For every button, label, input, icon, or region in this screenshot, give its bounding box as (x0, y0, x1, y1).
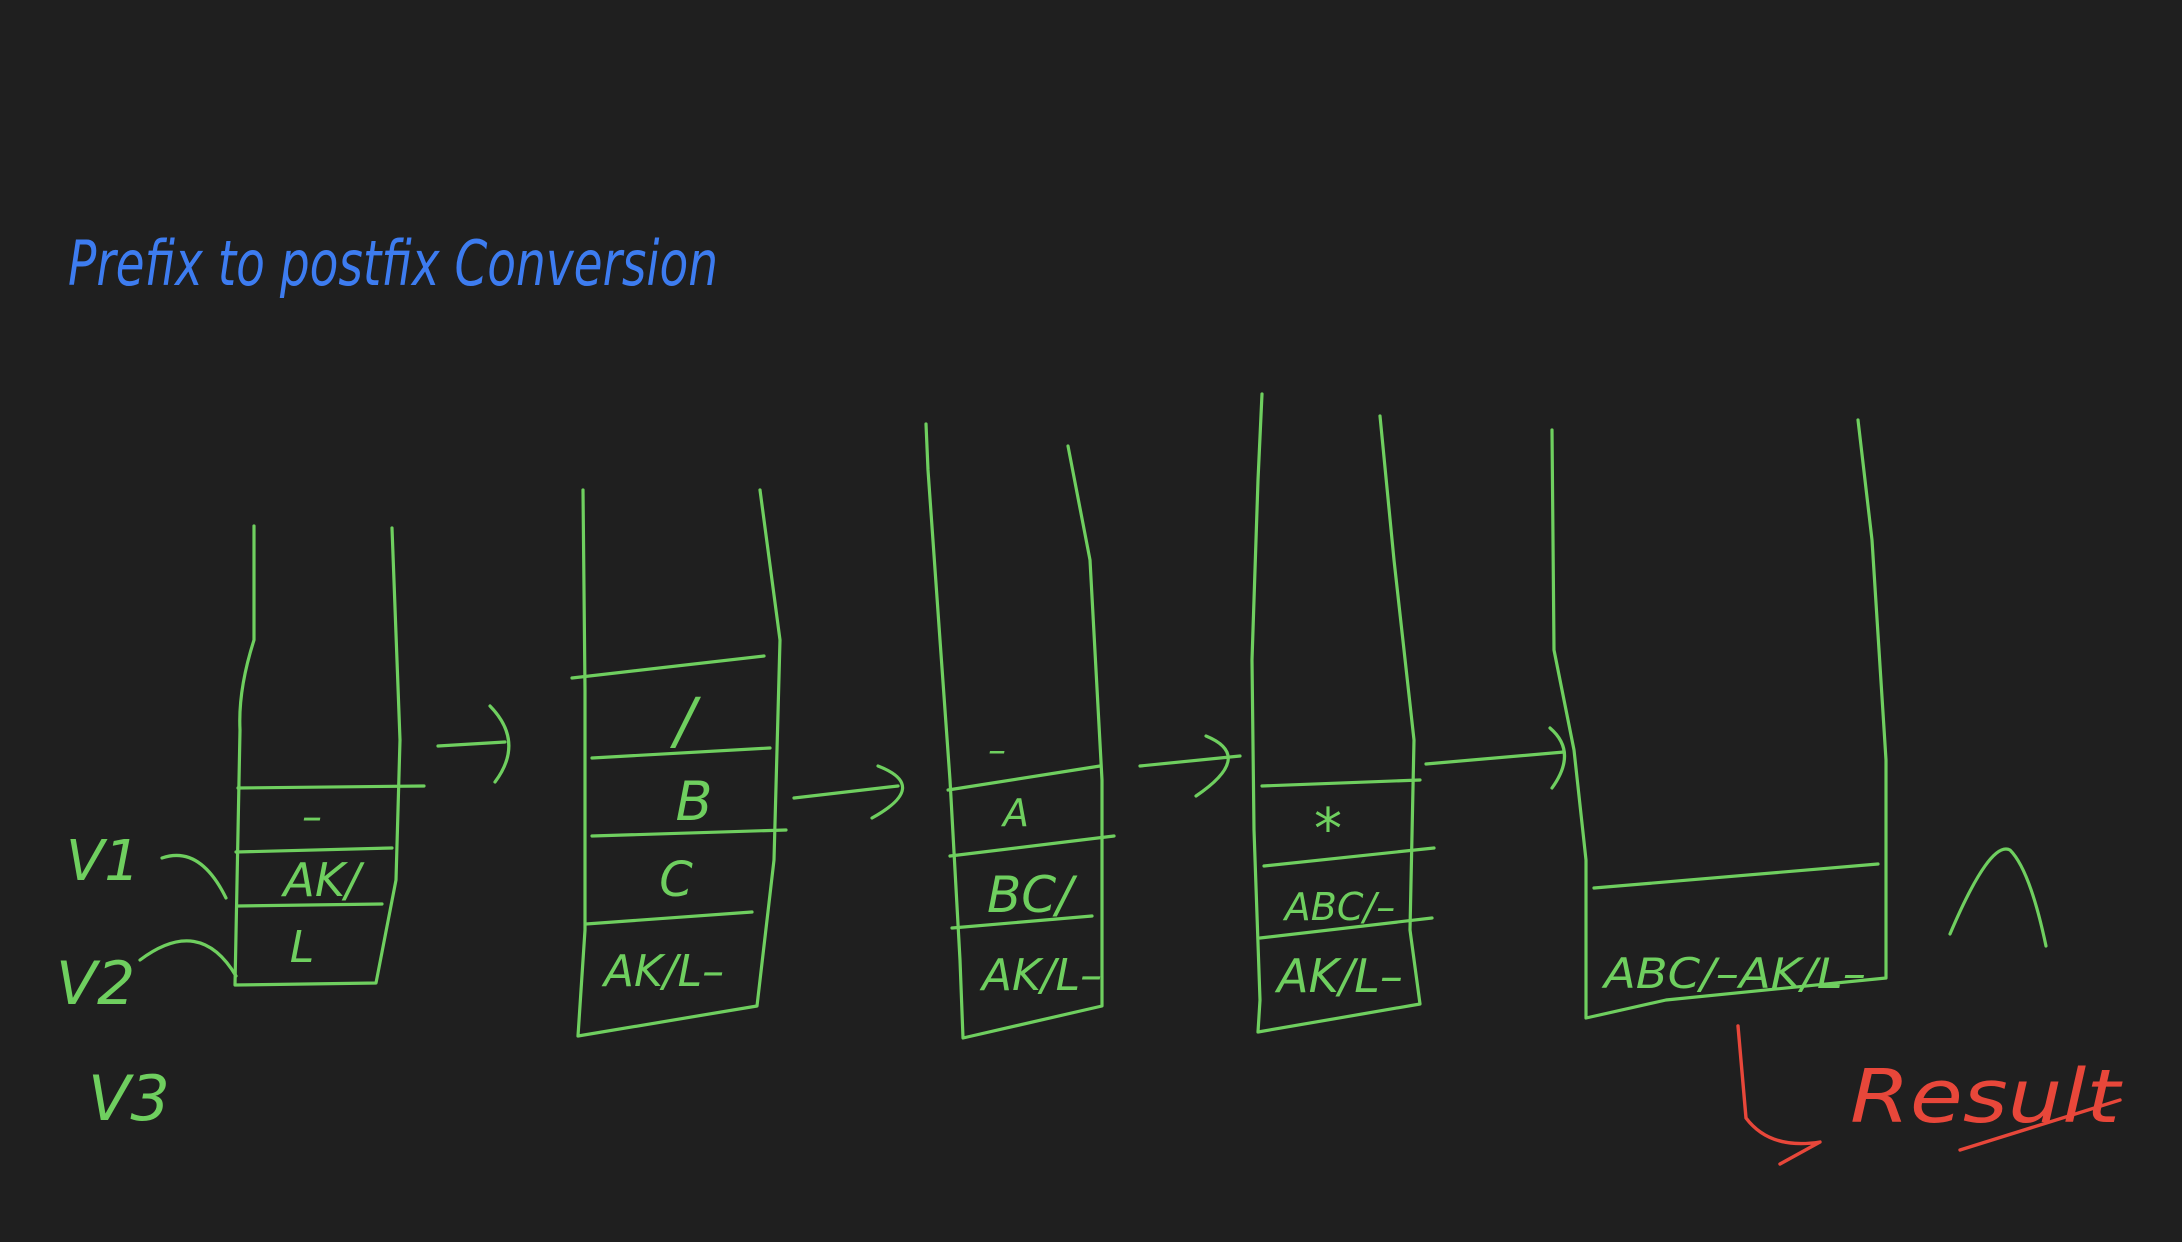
stack-1-cell: AK/ (280, 853, 365, 907)
v1-pointer-arc (160, 853, 228, 900)
stack-4-divider (1262, 846, 1436, 868)
stack-5-divider (1592, 862, 1880, 890)
stack-2-outline (576, 488, 782, 1038)
stack-4-outline (1250, 392, 1422, 1034)
label-v1: V1 (66, 829, 140, 894)
stack-4-divider (1258, 916, 1434, 940)
stack-3-cell: AK/L– (979, 950, 1102, 1001)
stack-2: / B C AK/L– (570, 488, 788, 1038)
v2-pointer-arc (138, 939, 238, 978)
stack-3-divider (950, 914, 1094, 930)
arrow-2 (792, 764, 905, 820)
result-hook-arrow (1736, 1024, 1822, 1166)
stack-3-divider (946, 764, 1102, 792)
result-underline (1958, 1098, 2122, 1152)
arrow-1 (436, 704, 511, 784)
stack-3-cell: A (1000, 791, 1029, 835)
stack-1-cell: L (290, 922, 315, 973)
stack-1-divider (236, 784, 426, 790)
stack-2-divider (590, 746, 772, 760)
stack-4-divider (1260, 778, 1422, 788)
stack-5-outline (1550, 418, 1888, 1020)
stack-2-cell: AK/L– (601, 946, 724, 997)
stack-2-cell: B (675, 770, 712, 833)
stack-1-outline (233, 524, 402, 987)
caret-mark (1948, 847, 2048, 948)
stack-4: * ABC/– AK/L– (1250, 392, 1436, 1034)
stack-1-divider (234, 846, 394, 854)
stack-3-divider (948, 834, 1116, 858)
stack-5: ABC/–AK/L– (1550, 418, 1888, 1020)
stack-1-cell: – (302, 794, 322, 840)
stack-3-cell: – (988, 730, 1006, 771)
result-label: Result (1850, 1054, 2123, 1140)
stack-1: – AK/ L (233, 524, 426, 987)
stack-4-cell: AK/L– (1274, 949, 1403, 1003)
label-v2: V2 (56, 949, 135, 1019)
stack-1-divider (236, 902, 384, 908)
stack-3-outline (924, 422, 1104, 1040)
stack-3: – A BC/ AK/L– (924, 422, 1116, 1040)
stack-5-cell: ABC/–AK/L– (1601, 949, 1866, 998)
stack-3-cell: BC/ (987, 866, 1078, 924)
stack-2-cell: / (670, 684, 702, 757)
stack-2-divider (584, 910, 754, 926)
stack-2-divider (590, 828, 788, 838)
stack-2-divider (570, 654, 766, 680)
arrow-3 (1138, 734, 1242, 798)
stack-4-cell: ABC/– (1282, 885, 1395, 929)
arrow-4 (1424, 726, 1567, 790)
stack-2-cell: C (659, 852, 693, 908)
page-title: Prefix to postfix Conversion (68, 227, 718, 300)
result-annotation: Result (1736, 1024, 2123, 1166)
stack-4-cell: * (1314, 797, 1342, 862)
label-v3: V3 (88, 1062, 170, 1135)
